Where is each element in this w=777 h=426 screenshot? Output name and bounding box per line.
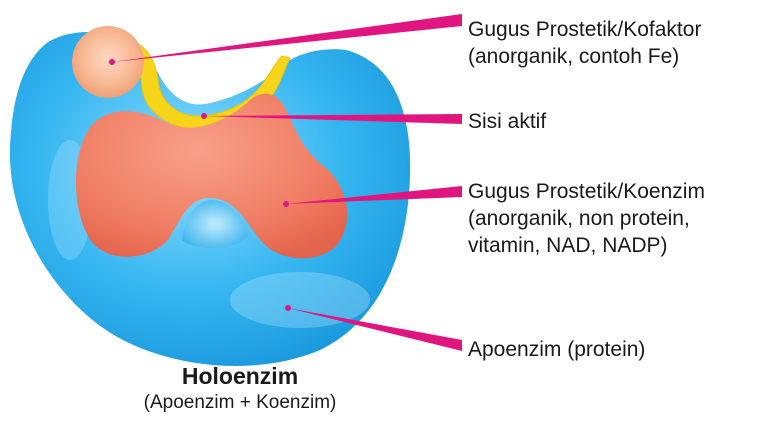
label-apoenzim: Apoenzim (protein) [468, 336, 645, 363]
label-sisi-aktif: Sisi aktif [468, 108, 546, 135]
label-koenzim: Gugus Prostetik/Koenzim (anorganik, non … [468, 178, 705, 259]
leader-line-kofaktor [112, 14, 462, 62]
leader-dot-apoenzim [285, 305, 291, 311]
label-koenzim-line2: (anorganik, non protein, [468, 205, 705, 232]
kofaktor-shape [72, 26, 144, 98]
caption-title: Holoenzim [110, 362, 370, 390]
label-sisi-aktif-line1: Sisi aktif [468, 108, 546, 135]
leader-dot-sisi-aktif [201, 113, 207, 119]
diagram-caption: Holoenzim (Apoenzim + Koenzim) [110, 362, 370, 416]
leader-dot-koenzim [283, 201, 289, 207]
label-apoenzim-line1: Apoenzim (protein) [468, 336, 645, 363]
label-kofaktor: Gugus Prostetik/Kofaktor (anorganik, con… [468, 16, 701, 70]
label-kofaktor-line1: Gugus Prostetik/Kofaktor [468, 16, 701, 43]
caption-subtitle: (Apoenzim + Koenzim) [110, 390, 370, 416]
label-koenzim-line3: vitamin, NAD, NADP) [468, 232, 705, 259]
leader-dot-kofaktor [109, 59, 115, 65]
label-koenzim-line1: Gugus Prostetik/Koenzim [468, 178, 705, 205]
label-kofaktor-line2: (anorganik, contoh Fe) [468, 43, 701, 70]
